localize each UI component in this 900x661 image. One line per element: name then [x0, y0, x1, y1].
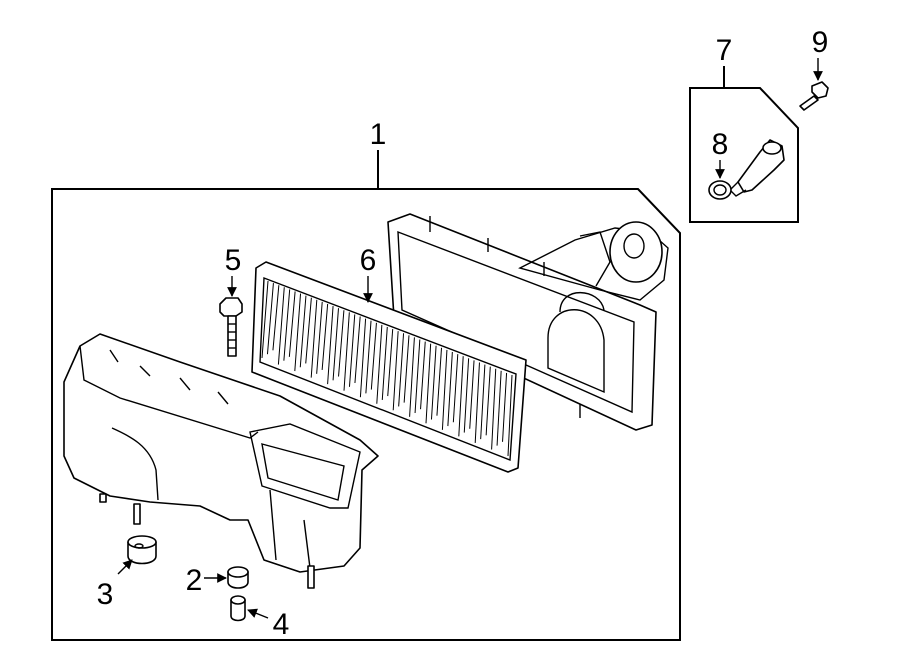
filter-pleat [480, 364, 486, 440]
filter-pleat [387, 329, 394, 397]
filter-pleat [392, 331, 399, 411]
callout-8: 8 [712, 128, 729, 161]
filter-pleat [403, 335, 410, 403]
sensor-kit-frame [689, 66, 799, 223]
callout-5: 5 [225, 244, 242, 277]
upper-housing [387, 213, 669, 431]
filter-pleat [474, 362, 480, 443]
callout-7: 7 [716, 34, 733, 67]
filter-pleat [447, 351, 453, 427]
assembly-frame [51, 150, 681, 641]
filter-pleat [277, 287, 285, 365]
filter-pleat [485, 366, 491, 436]
filter-pleat [469, 360, 475, 429]
filter-pleat [496, 370, 502, 446]
filter-pleat [343, 312, 350, 391]
filter-pleat [272, 285, 280, 351]
callout-9: 9 [812, 26, 829, 59]
filter-pleat [283, 289, 291, 361]
filter-pleat [507, 374, 513, 457]
filter-pleat [430, 345, 437, 420]
filter-pleat [266, 283, 274, 355]
callout-2: 2 [186, 564, 203, 597]
sleeve [230, 595, 246, 622]
filter-pleat [354, 316, 361, 384]
filter-pleat [348, 314, 356, 387]
air-filter [251, 261, 527, 473]
filter-pleat [502, 372, 508, 442]
filter-pleats [261, 280, 513, 457]
sensor [729, 139, 785, 197]
filter-pleat [332, 308, 339, 381]
callout-1: 1 [370, 118, 387, 151]
bolt [219, 297, 243, 357]
screw [799, 81, 829, 111]
callout-3: 3 [97, 578, 114, 611]
filter-pleat [294, 293, 302, 372]
filter-pleat [321, 303, 329, 370]
filter-pleat [365, 320, 372, 394]
filter-pleat [491, 368, 497, 450]
filter-pleat [327, 306, 334, 385]
filter-pleat [288, 291, 296, 357]
callout-6: 6 [360, 244, 377, 277]
filter-pleat [338, 310, 345, 377]
filter-pleat [299, 295, 307, 368]
filter-pleat [420, 341, 426, 410]
filter-pleat [463, 358, 470, 433]
filter-pleat [409, 337, 415, 417]
o-ring [708, 180, 732, 200]
grommet [127, 535, 157, 565]
callout-4: 4 [273, 608, 290, 641]
filter-pleat [452, 354, 459, 423]
leader-lines [117, 58, 823, 619]
filter-pleat [310, 299, 318, 378]
filter-pleat [436, 347, 443, 416]
lower-housing [63, 333, 379, 589]
filter-pleat [458, 356, 464, 437]
small-grommet [227, 566, 249, 589]
filter-pleat [414, 339, 421, 414]
filter-pleat [370, 322, 377, 390]
filter-pleat [359, 318, 367, 398]
filter-pleat [376, 324, 383, 404]
filter-pleat [425, 343, 432, 424]
filter-pleat [261, 280, 269, 359]
filter-pleat [305, 297, 312, 364]
filter-pleat [398, 333, 405, 407]
filter-pleat [381, 326, 388, 400]
filter-pleat [316, 301, 323, 374]
filter-pleat [441, 349, 448, 430]
